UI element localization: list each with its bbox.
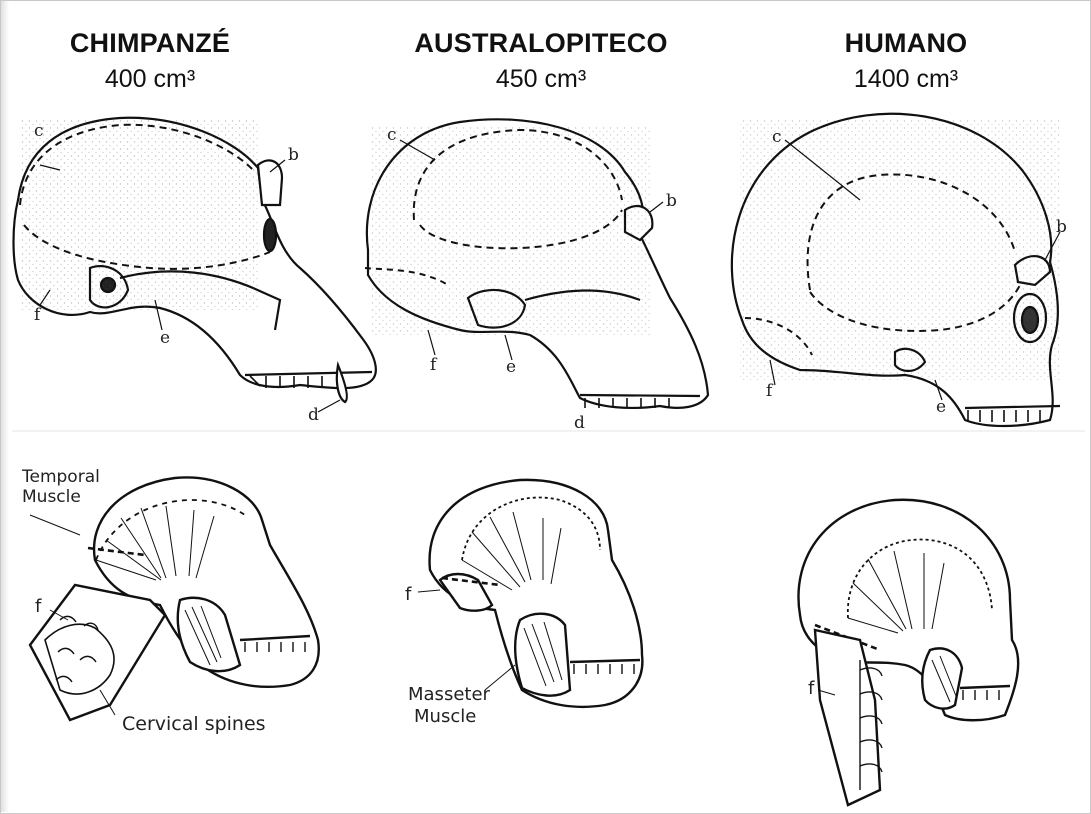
label-f: f — [35, 596, 42, 617]
australopithecus-skull — [365, 119, 708, 408]
label-f: f — [766, 381, 774, 401]
label-e: e — [506, 357, 516, 377]
label-f: f — [430, 355, 438, 375]
label-temporal-muscle: Muscle — [22, 487, 81, 507]
label-d: d — [574, 413, 585, 433]
label-f: f — [405, 584, 412, 605]
label-b: b — [666, 191, 677, 211]
label-masseter-muscle: Muscle — [414, 706, 476, 727]
label-c: c — [387, 125, 397, 145]
label-e: e — [936, 397, 946, 417]
label-cervical-spines: Cervical spines — [122, 713, 266, 735]
label-temporal: Temporal — [21, 467, 100, 487]
label-f: f — [808, 678, 815, 699]
label-d: d — [308, 405, 319, 425]
label-b: b — [1056, 217, 1067, 237]
chimpanzee-skull — [14, 118, 376, 412]
human-skull — [732, 114, 1060, 426]
label-c: c — [34, 121, 44, 141]
label-masseter: Masseter — [408, 684, 491, 705]
label-c: c — [772, 127, 782, 147]
human-muscle-diagram — [798, 500, 1018, 805]
label-e: e — [160, 328, 170, 348]
australopithecus-muscle-diagram — [418, 480, 642, 707]
label-b: b — [288, 145, 299, 165]
chimpanzee-muscle-diagram — [30, 478, 319, 720]
